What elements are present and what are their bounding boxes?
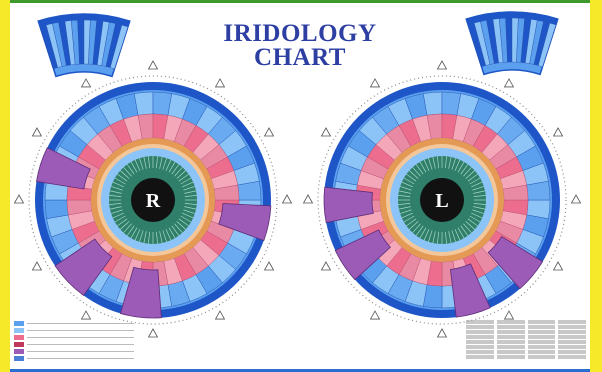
legend-text: [27, 351, 134, 352]
abbreviation-entry: [497, 345, 525, 349]
left-fan-diagram: [466, 12, 558, 74]
abbreviation-entry: [466, 345, 494, 349]
abbreviation-entry: [528, 320, 556, 324]
legend-text: [27, 358, 134, 359]
legend-row: [14, 348, 134, 354]
abbreviation-entry: [558, 320, 586, 324]
abbreviation-entry: [528, 355, 556, 359]
legend-text: [27, 337, 134, 338]
abbreviation-entry: [528, 345, 556, 349]
abbreviation-entry: [558, 340, 586, 344]
legend-swatch: [14, 342, 24, 347]
eye-letter: L: [435, 190, 448, 212]
abbreviation-entry: [528, 350, 556, 354]
abbreviation-entry: [497, 320, 525, 324]
legend-row: [14, 334, 134, 340]
legend-swatch: [14, 349, 24, 354]
abbreviation-entry: [528, 335, 556, 339]
legend-swatch: [14, 356, 24, 361]
abbreviation-entry: [466, 355, 494, 359]
abbreviation-entry: [466, 340, 494, 344]
legend-text: [27, 323, 134, 324]
abbreviation-entry: [497, 325, 525, 329]
abbreviation-entry: [497, 330, 525, 334]
legend-text: [27, 344, 134, 345]
abbreviation-entry: [528, 330, 556, 334]
abbreviation-entry: [497, 355, 525, 359]
abbreviation-entry: [466, 335, 494, 339]
abbreviation-entry: [497, 335, 525, 339]
eye-letter: R: [146, 190, 161, 212]
abbreviation-entry: [466, 350, 494, 354]
abbreviation-entry: [558, 345, 586, 349]
abbreviation-entry: [558, 325, 586, 329]
legend-swatch: [14, 328, 24, 333]
abbreviation-entry: [558, 350, 586, 354]
legend-swatch: [14, 335, 24, 340]
abbreviation-entry: [466, 325, 494, 329]
legend-row: [14, 320, 134, 326]
legend-text: [27, 330, 134, 331]
legend-row: [14, 327, 134, 333]
right-iris: R: [15, 61, 292, 337]
abbreviation-entry: [497, 350, 525, 354]
abbreviation-entry: [558, 355, 586, 359]
legend-row: [14, 341, 134, 347]
abbreviation-entry: [466, 330, 494, 334]
abbreviation-entry: [497, 340, 525, 344]
left-iris: L: [304, 61, 581, 337]
legend-row: [14, 355, 134, 361]
abbreviations-table: [466, 318, 586, 368]
abbreviation-entry: [558, 330, 586, 334]
legend-swatch: [14, 321, 24, 326]
abbreviation-entry: [466, 320, 494, 324]
abbreviation-entry: [528, 325, 556, 329]
abbreviation-entry: [528, 340, 556, 344]
right-fan-diagram: [38, 14, 130, 76]
color-key: [14, 318, 134, 368]
abbreviation-entry: [558, 335, 586, 339]
